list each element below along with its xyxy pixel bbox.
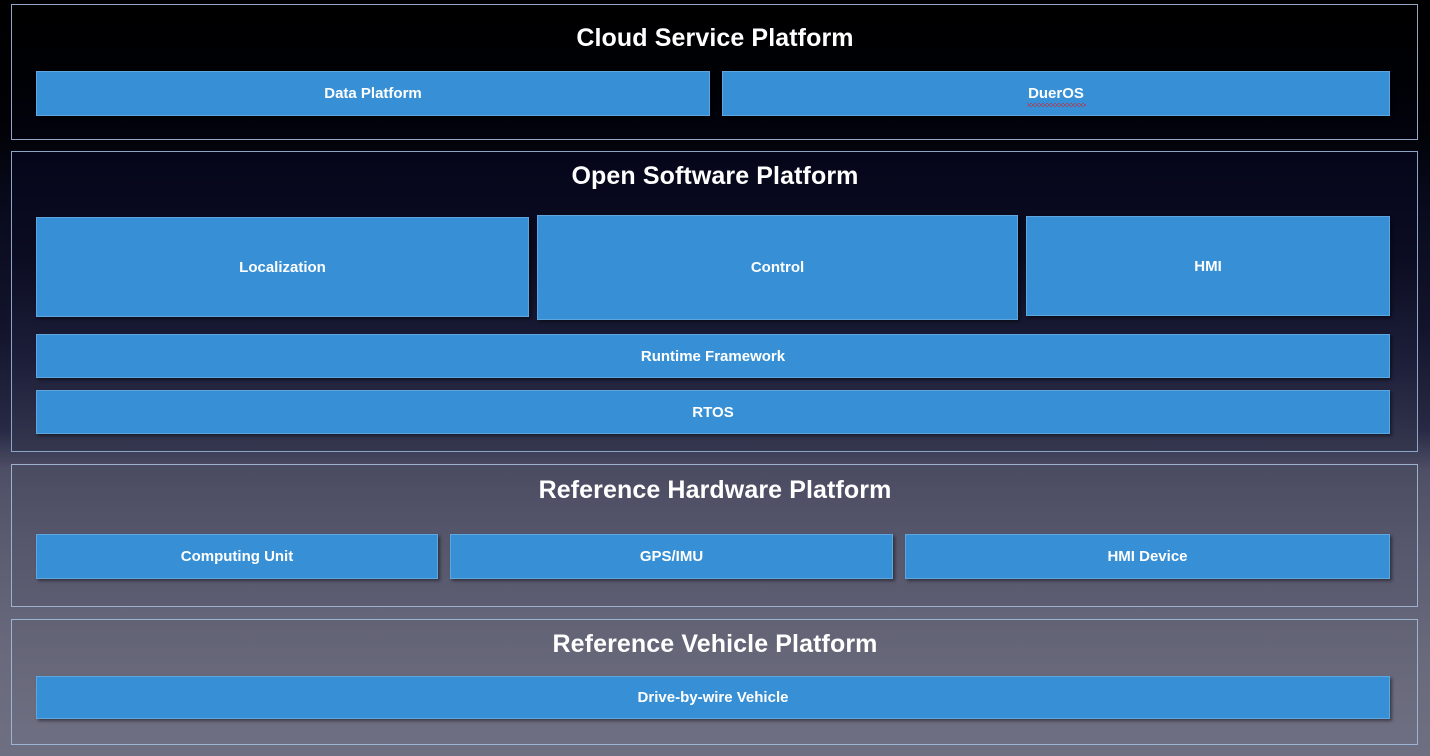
tile-localization[interactable]: Localization [36,217,529,317]
tile-label-gps-imu: GPS/IMU [639,548,704,565]
tile-label-dueros: DuerOS [1027,85,1086,107]
tile-label-localization: Localization [239,258,326,276]
tile-control[interactable]: Control [537,215,1018,320]
tile-label-hmi-device: HMI Device [1107,548,1188,565]
tile-gps-imu[interactable]: GPS/IMU [450,534,893,579]
layer-title-cloud-service-platform: Cloud Service Platform [576,24,854,52]
tile-computing-unit[interactable]: Computing Unit [36,534,438,579]
tile-rtos[interactable]: RTOS [36,390,1390,434]
tile-label-computing-unit: Computing Unit [180,548,294,565]
tile-label-drive-by-wire-vehicle: Drive-by-wire Vehicle [637,689,789,706]
tile-label-control: Control [750,259,805,276]
tile-label-runtime-framework: Runtime Framework [640,347,786,365]
tile-data-platform[interactable]: Data Platform [36,71,710,116]
tile-runtime-framework[interactable]: Runtime Framework [36,334,1390,378]
tile-label-rtos: RTOS [692,403,734,421]
tile-label-hmi: HMI [1194,257,1222,275]
tile-hmi-device[interactable]: HMI Device [905,534,1390,579]
layer-title-reference-hardware-platform: Reference Hardware Platform [538,476,892,504]
tile-label-data-platform: Data Platform [324,85,422,102]
tile-dueros[interactable]: DuerOS [722,71,1390,116]
layer-title-open-software-platform: Open Software Platform [571,162,859,190]
layer-title-reference-vehicle-platform: Reference Vehicle Platform [552,630,878,658]
tile-drive-by-wire-vehicle[interactable]: Drive-by-wire Vehicle [36,676,1390,719]
tile-hmi[interactable]: HMI [1026,216,1390,316]
